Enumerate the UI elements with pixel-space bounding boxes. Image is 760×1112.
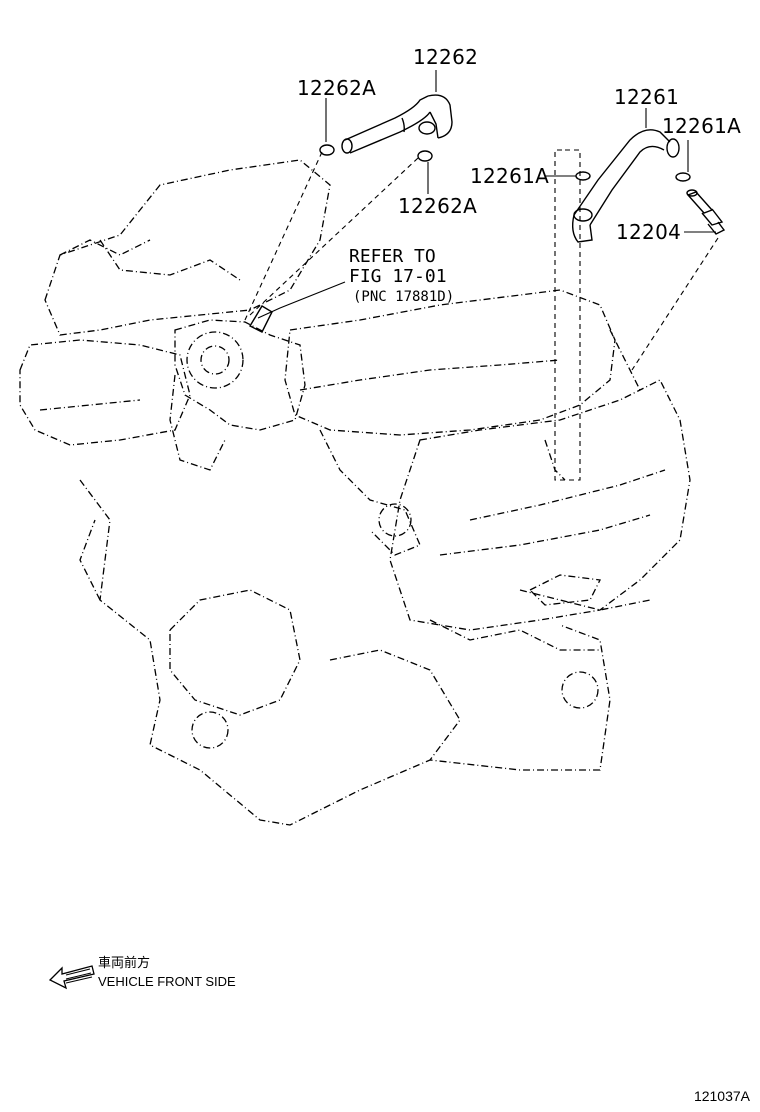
leader-12262A-bottom-engine [249, 157, 419, 316]
callout-12261A-left: 12261A [470, 164, 549, 188]
clip-12262A-bottom [417, 150, 433, 194]
vehicle-front-label-jp: 車両前方 [98, 956, 151, 971]
leader-12204-engine [631, 237, 719, 371]
callout-12262A-bottom: 12262A [398, 194, 477, 218]
clip-12262A-top [319, 98, 335, 156]
hose-12262 [341, 94, 453, 154]
callout-12262: 12262 [413, 45, 478, 69]
leader-12262A-top-engine [244, 151, 323, 321]
refer-line-2: FIG 17-01 [349, 266, 447, 287]
callout-12261: 12261 [614, 85, 679, 109]
callout-12262A-top: 12262A [297, 76, 376, 100]
engine-outline [19, 159, 691, 826]
callout-12261A-right: 12261A [662, 114, 741, 138]
leader-12261-vertical-box [554, 149, 581, 481]
callout-12204: 12204 [616, 220, 681, 244]
leader-refer-to [257, 281, 346, 319]
refer-part-fitting [249, 305, 273, 333]
vehicle-front-label-en: VEHICLE FRONT SIDE [98, 974, 236, 989]
hose-12261 [571, 129, 680, 243]
clip-12261A-right [675, 140, 691, 182]
refer-line-3: (PNC 17881D) [353, 289, 454, 305]
front-direction-arrow-icon [48, 965, 95, 990]
pcv-valve-12204 [684, 189, 726, 235]
refer-line-1: REFER TO [349, 246, 436, 267]
figure-id: 121037A [693, 1088, 750, 1104]
clip-12261A-left [545, 171, 591, 181]
